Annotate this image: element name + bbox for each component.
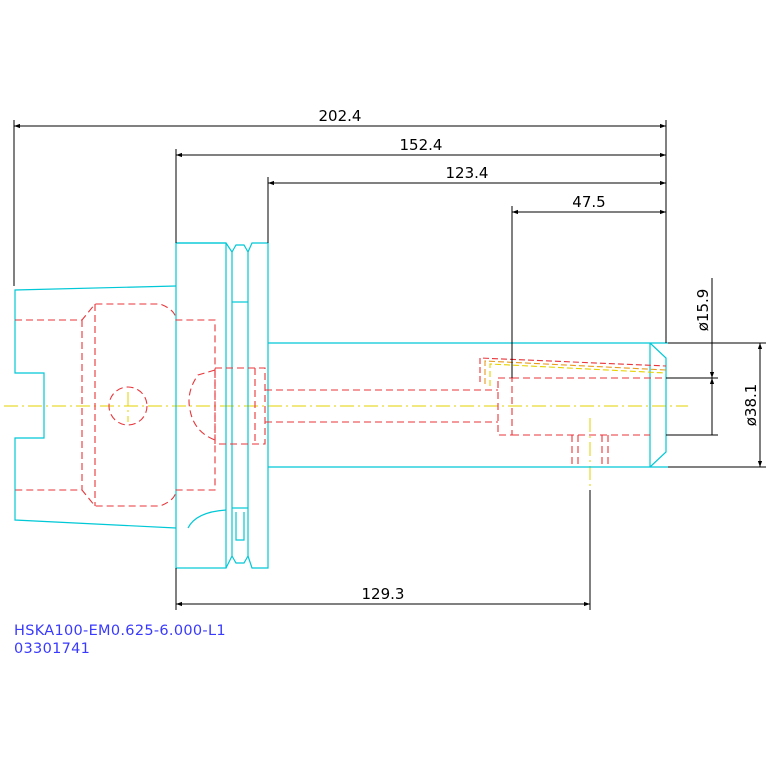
dim-length-from-flange: 152.4 <box>400 136 443 154</box>
part-number: 03301741 <box>14 641 91 657</box>
bore-taper-lines <box>479 357 667 386</box>
holder-outline <box>14 242 668 569</box>
dimension-labels: 202.4 152.4 123.4 47.5 129.3 ø15.9 ø38.1 <box>319 107 760 603</box>
dim-length-from-face: 123.4 <box>446 164 489 182</box>
dim-overall-length: 202.4 <box>319 107 362 125</box>
hidden-lines <box>15 303 666 507</box>
dim-body-diameter: ø38.1 <box>742 384 760 427</box>
title-block: HSKA100-EM0.625-6.000-L1 03301741 <box>14 622 226 658</box>
dim-bore-depth: 47.5 <box>572 193 605 211</box>
dim-bore-diameter: ø15.9 <box>694 289 712 332</box>
centerline <box>4 392 688 490</box>
dimension-lines <box>13 120 766 610</box>
part-name: HSKA100-EM0.625-6.000-L1 <box>14 623 226 639</box>
dim-setscrew-position: 129.3 <box>362 585 405 603</box>
